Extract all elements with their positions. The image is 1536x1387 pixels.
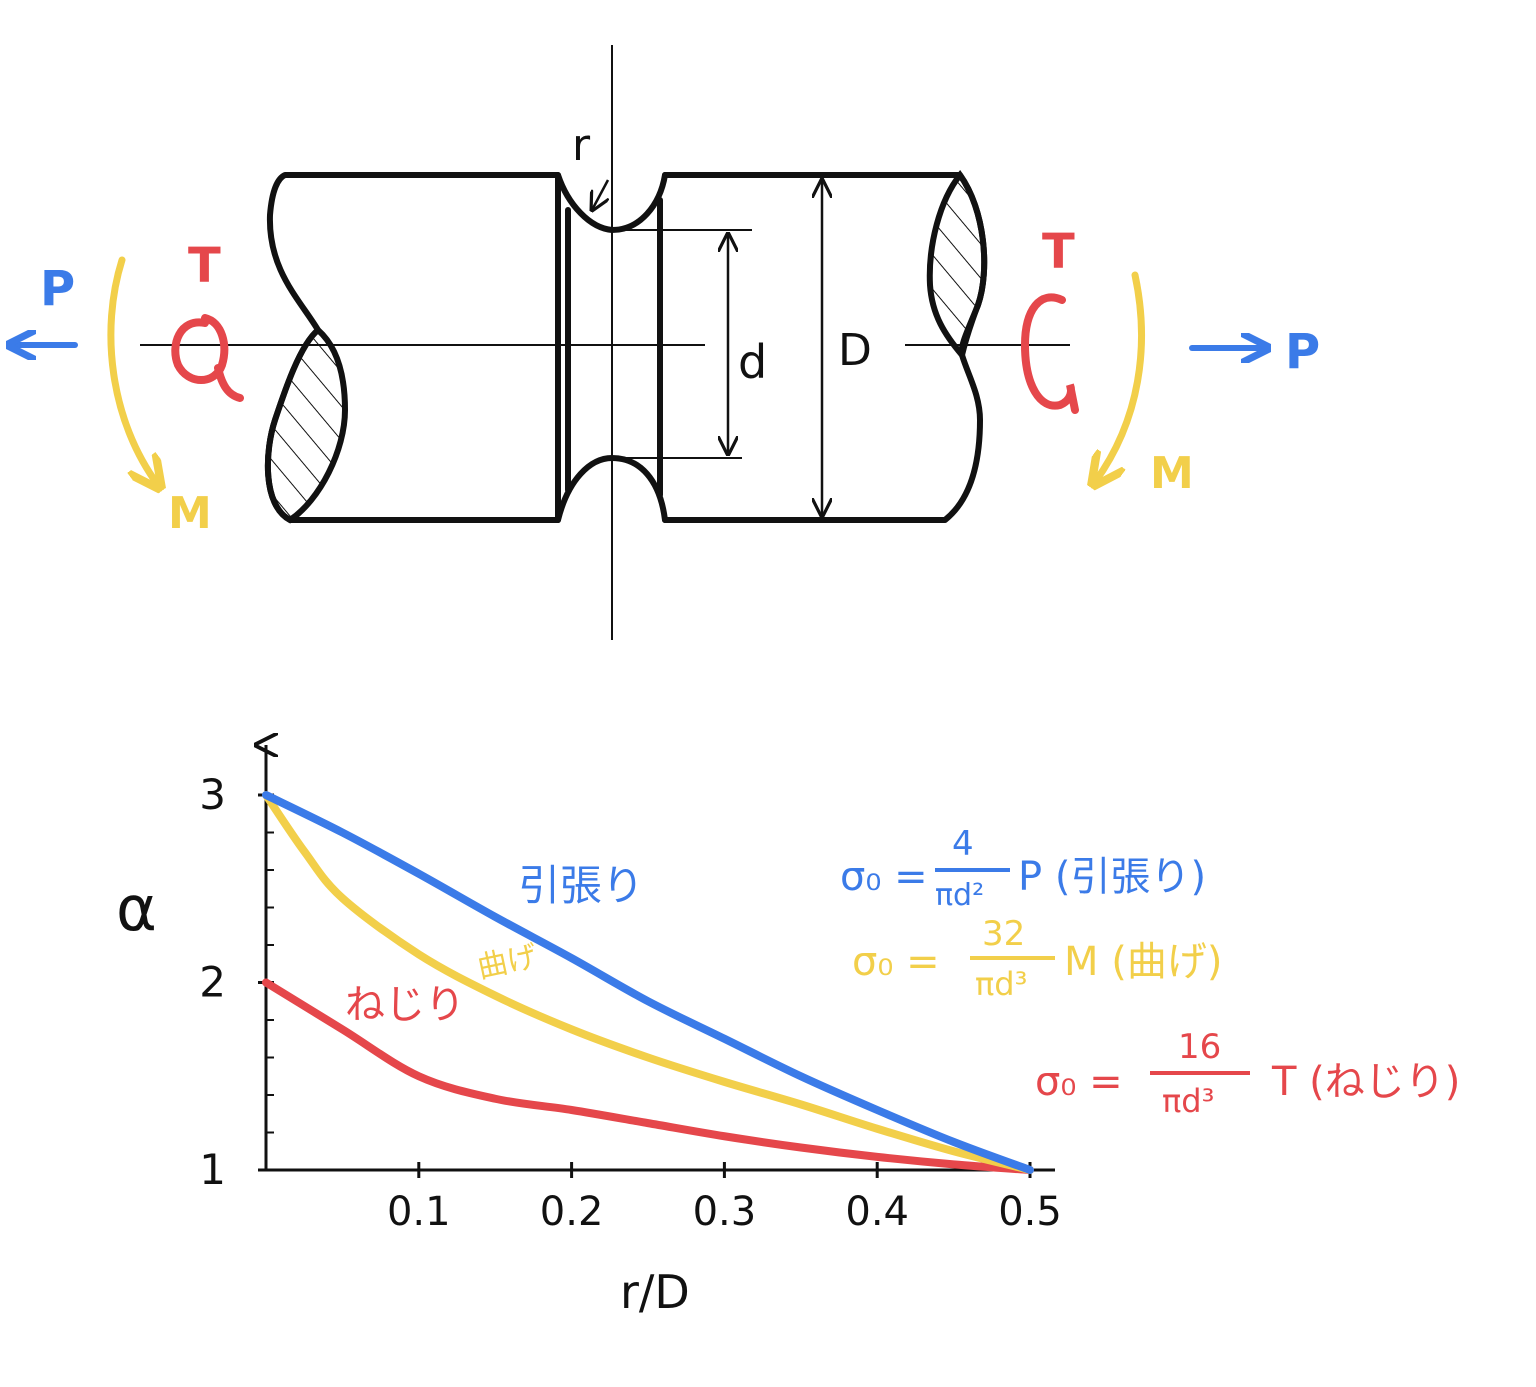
left-moment-arrow [107,256,158,485]
formula-bending-numerator: 32 [982,914,1025,954]
formula-tension-denominator: πd² [935,878,984,913]
series-label-bending: 曲げ [474,939,540,986]
left-moment-label: M [168,488,212,539]
large-diameter-label: D [838,325,872,376]
y-tick-label: 1 [199,1145,226,1194]
y-minor-ticks [266,831,274,1134]
r-leader-arrow [592,179,608,210]
x-tick-label: 0.4 [845,1189,909,1235]
formula-tension: σ₀ = 4 πd² P (引張り) [840,824,1206,913]
small-diameter-label: d [738,335,767,389]
series-line-tension [262,791,1034,1174]
formula-tension-numerator: 4 [952,824,974,864]
y-tick-label: 3 [199,770,226,819]
x-tick-label: 0.5 [998,1189,1062,1235]
right-moment-arrow [1095,271,1145,482]
right-torque-symbol [1020,293,1079,414]
formula-torsion-lhs: σ₀ = [1035,1059,1123,1105]
formula-bending-denominator: πd³ [975,965,1027,1003]
formula-torsion-numerator: 16 [1178,1027,1221,1067]
formula-torsion: σ₀ = 16 πd³ T (ねじり) [1035,1027,1460,1120]
x-axis-label: r/D [620,1265,690,1319]
formula-bending-lhs: σ₀ = [852,939,940,985]
left-torque-label: T [188,238,221,294]
series-lines [262,791,1034,1174]
series-line-torsion [262,978,1034,1174]
y-axis-label: α [116,872,157,945]
right-moment-label: M [1150,448,1194,499]
series-label-tension: 引張り [518,861,644,910]
formula-tension-rest: P (引張り) [1018,854,1206,900]
formula-tension-lhs: σ₀ = [840,854,928,900]
x-ticks: 0.1 0.2 0.3 0.4 0.5 [387,1162,1062,1235]
right-torque-label: T [1042,224,1075,280]
formula-torsion-denominator: πd³ [1162,1082,1214,1120]
x-tick-label: 0.1 [387,1189,451,1235]
formula-torsion-rest: T (ねじり) [1271,1059,1460,1105]
left-axial-force-label: P [40,261,75,317]
right-break-section [926,170,988,362]
x-tick-label: 0.3 [693,1189,757,1235]
series-label-torsion: ねじり [345,982,465,1028]
left-break-section [264,326,349,524]
shaft-diagram: r d D P T M P T M [12,45,1320,640]
fillet-radius-label: r [572,120,591,171]
y-ticks: 1 2 3 [199,770,274,1194]
formula-bending-rest: M (曲げ) [1064,939,1222,985]
left-torque-symbol [171,314,244,402]
x-tick-label: 0.2 [540,1189,604,1235]
right-axial-force-label: P [1285,324,1320,380]
formula-bending: σ₀ = 32 πd³ M (曲げ) [852,914,1222,1003]
y-tick-label: 2 [199,958,226,1007]
stress-concentration-chart: 0.1 0.2 0.3 0.4 0.5 1 2 3 α r/D 引張り 曲げ ねじり [116,745,1062,1319]
series-line-bending [262,791,1034,1174]
